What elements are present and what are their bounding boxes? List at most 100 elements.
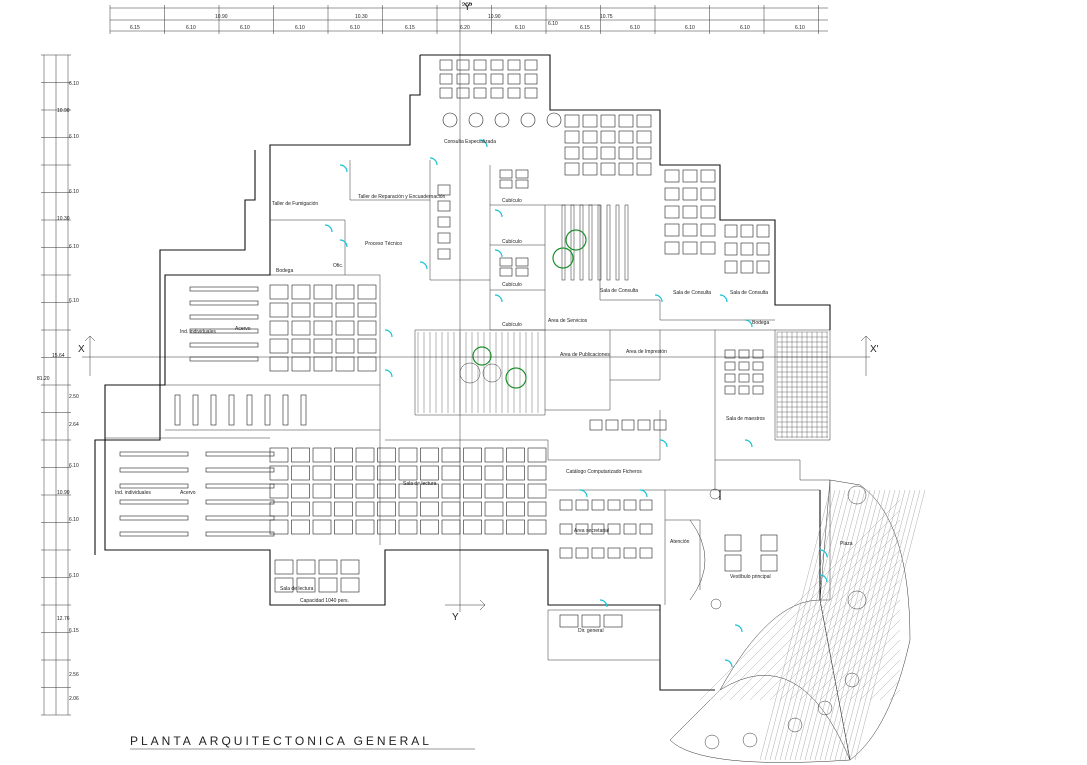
table-icon (582, 162, 598, 176)
table-icon (499, 267, 513, 277)
plaza-hatch (834, 489, 906, 761)
table-icon (291, 483, 310, 499)
shelf-icon (189, 286, 259, 292)
table-icon (420, 501, 439, 517)
room-label: Sala de Consulta (600, 288, 638, 294)
table-icon (760, 534, 778, 552)
dim-left: 6.10 (69, 244, 79, 250)
table-icon (357, 284, 377, 300)
table-icon (527, 465, 547, 481)
door-swing-icon (724, 659, 733, 668)
table-icon (636, 130, 652, 144)
table-icon (607, 499, 621, 511)
table-icon (377, 519, 396, 535)
room-label: Sala de lectura (280, 586, 314, 592)
column-icon (704, 734, 720, 750)
top-dimension-totals: 10.90 10.30 10.90 10.75 9.55 (215, 2, 613, 20)
shelf-icon (205, 499, 275, 505)
column-icon (844, 672, 860, 688)
table-icon (700, 241, 716, 255)
table-icon (312, 519, 332, 535)
column-icon (742, 732, 758, 748)
table-icon (618, 130, 634, 144)
dim-left: 10.30 (57, 216, 70, 222)
table-icon (334, 519, 353, 535)
table-icon (441, 519, 461, 535)
table-icon (591, 547, 605, 559)
table-icon (664, 169, 680, 183)
room-label: Dir. general (578, 628, 604, 634)
table-icon (357, 356, 377, 372)
table-icon (357, 338, 377, 354)
dim-left: 6.10 (69, 134, 79, 140)
table-icon (420, 447, 439, 463)
table-icon (507, 73, 521, 85)
table-icon (524, 73, 538, 85)
door-swing-icon (494, 294, 503, 303)
shelf-icon (606, 204, 611, 281)
shelving (119, 204, 629, 537)
plaza-hatch (729, 529, 901, 701)
table-icon (682, 241, 698, 255)
table-icon (437, 200, 451, 212)
table-icon (291, 356, 311, 372)
table-icon (636, 162, 652, 176)
dim-left: 2.64 (69, 422, 79, 428)
table-icon (291, 320, 311, 336)
table-icon (700, 223, 716, 237)
room-label: Vestíbulo principal (730, 574, 771, 580)
table-icon (269, 320, 289, 336)
table-icon (506, 519, 525, 535)
table-icon (682, 169, 698, 183)
plaza-hatch (869, 669, 901, 701)
room-label: Sala de lectura (403, 481, 437, 487)
table-icon (527, 519, 547, 535)
table-icon (318, 577, 338, 593)
dim-top-part: 6.10 (685, 25, 695, 31)
table-icon (600, 162, 616, 176)
table-icon (607, 523, 621, 535)
plaza-hatch (849, 649, 901, 701)
dim-top-part: 6.10 (350, 25, 360, 31)
table-icon (724, 361, 736, 371)
table-icon (527, 447, 547, 463)
table-icon (752, 349, 764, 359)
plaza-hatch (839, 489, 911, 761)
table-icon (756, 242, 770, 256)
table-icon (724, 385, 736, 395)
table-icon (420, 483, 439, 499)
table-icon (269, 519, 289, 535)
table-icon (589, 419, 603, 431)
shelf-icon (615, 204, 620, 281)
table-icon (506, 465, 525, 481)
column-icon (710, 598, 722, 610)
table-icon (473, 87, 487, 99)
tree-icon (565, 229, 587, 251)
shelf-icon (588, 204, 593, 281)
table-icon (269, 356, 289, 372)
table-icon (682, 223, 698, 237)
room-label: Cubículo (502, 239, 522, 245)
table-icon (355, 519, 375, 535)
tree-icon (552, 247, 574, 269)
table-icon (623, 499, 637, 511)
table-icon (600, 130, 616, 144)
column-icon (847, 590, 867, 610)
table-icon (274, 559, 294, 575)
table-icon (335, 338, 355, 354)
top-dimension-lines (109, 5, 828, 34)
table-icon (398, 483, 418, 499)
table-icon (499, 179, 513, 189)
dim-left: 6.15 (69, 628, 79, 634)
table-icon (515, 257, 529, 267)
table-icon (738, 349, 750, 359)
table-icon (269, 284, 289, 300)
table-icon (724, 534, 742, 552)
table-icon (291, 447, 310, 463)
table-icon (456, 73, 470, 85)
table-icon (618, 162, 634, 176)
table-icon (756, 224, 770, 238)
table-icon (490, 73, 504, 85)
table-icon (760, 554, 778, 572)
door-swing-icon (384, 369, 393, 378)
